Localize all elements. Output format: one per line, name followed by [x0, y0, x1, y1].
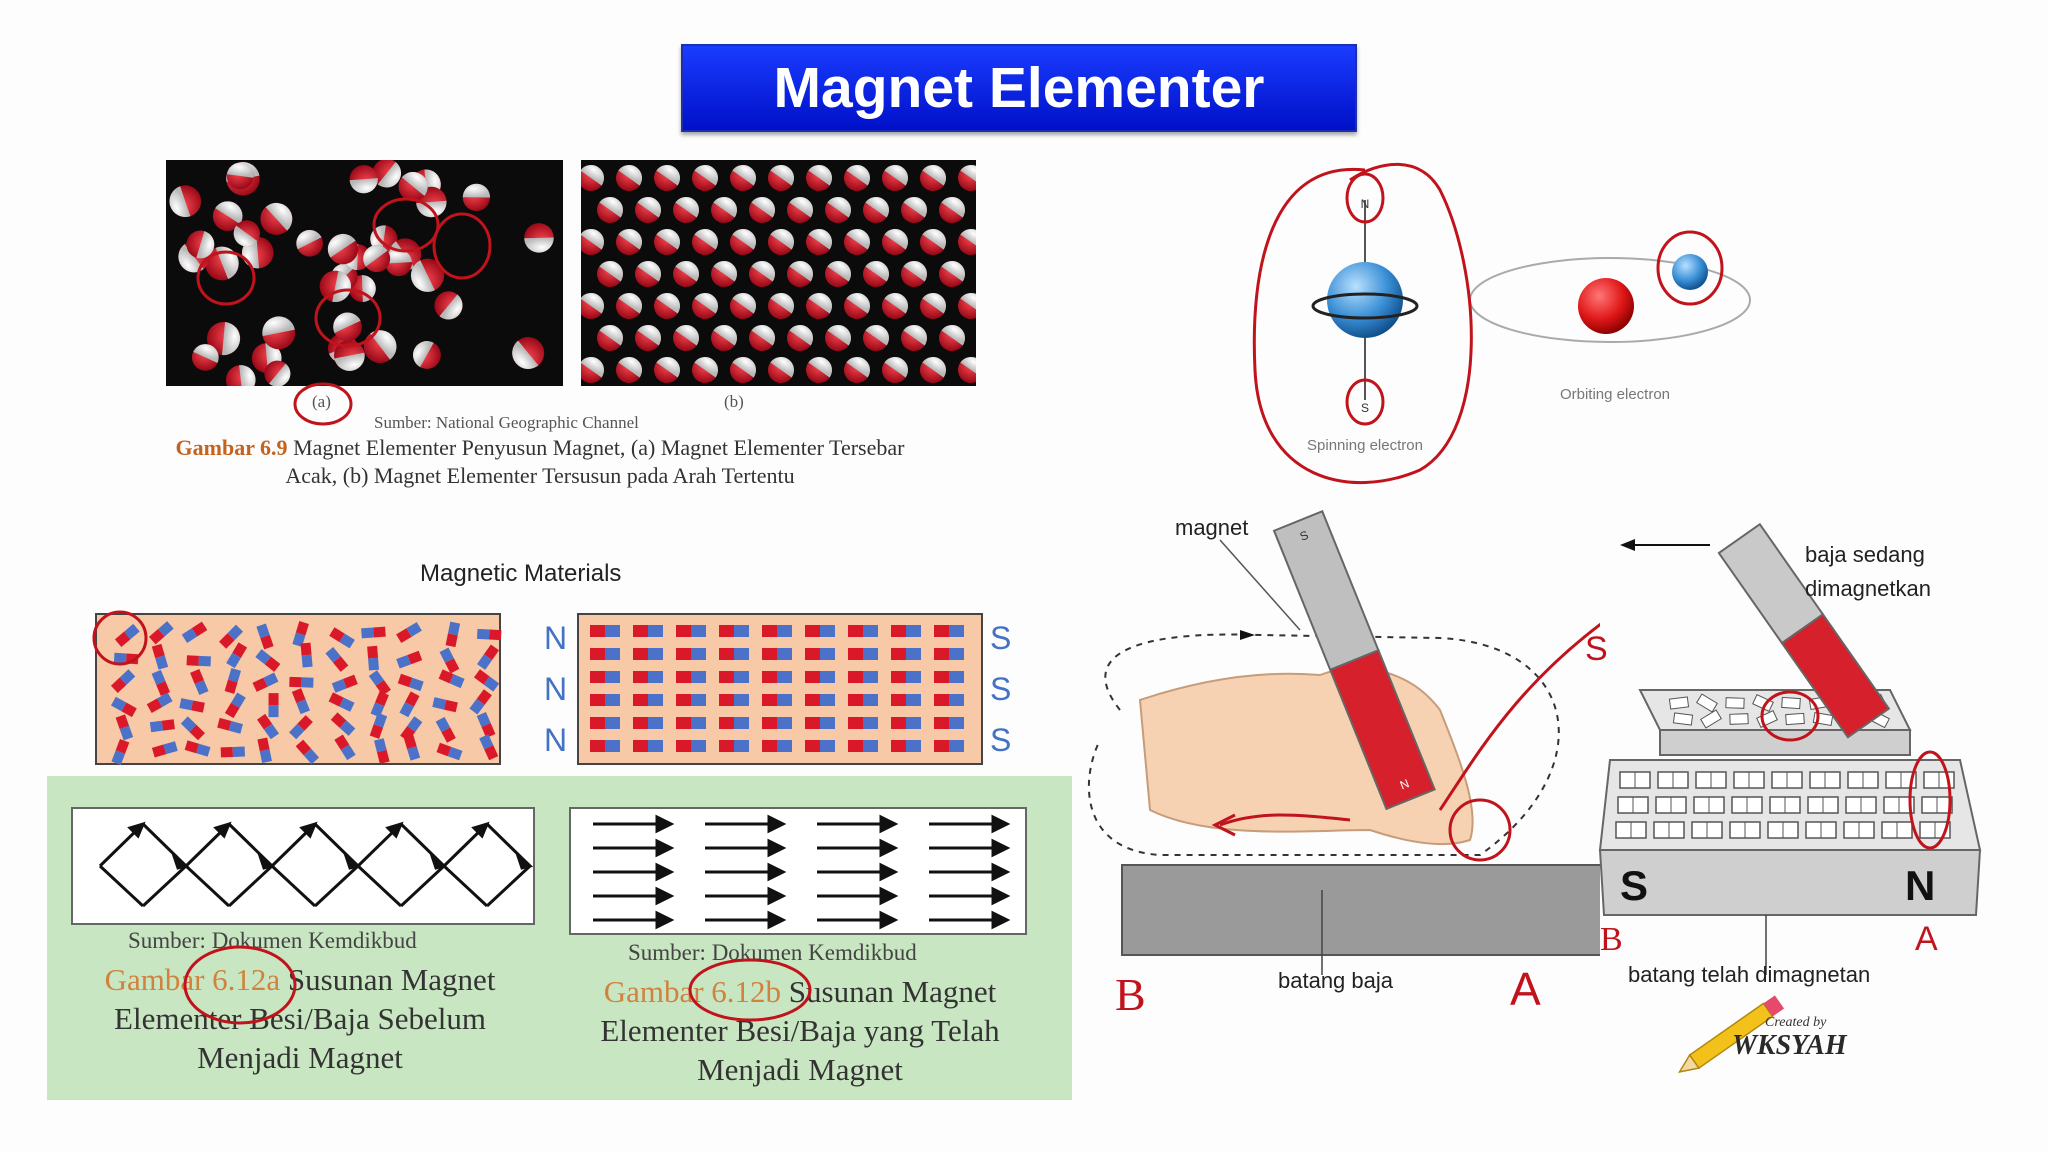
- big-n-pole: N: [1905, 862, 1935, 909]
- n-label: N: [544, 722, 568, 758]
- magnetic-materials-title: Magnetic Materials: [420, 560, 622, 587]
- electron-diagram: N S Spinning electron Orbiting electron: [1252, 162, 1751, 484]
- stroke-method-diagram: S N magnet batang baja B A: [1087, 510, 1600, 1020]
- figure-6-12a-source: Sumber: Dokumen Kemdikbud: [128, 928, 417, 953]
- figure-6-12a-line1: Susunan Magnet: [287, 962, 496, 997]
- aligned-domains: [581, 165, 976, 383]
- magnetized-annotations: [1760, 690, 1952, 850]
- nucleus: [1578, 278, 1634, 334]
- orbiting-electron-ball: [1672, 254, 1708, 290]
- baja-sedang-line2: dimagnetkan: [1805, 576, 1931, 601]
- n-labels: N N N: [544, 613, 567, 766]
- figure-6-9-label: Gambar 6.9: [175, 435, 288, 460]
- s-label: S: [990, 671, 1012, 707]
- figure-6-9-images: [166, 160, 976, 386]
- credit-line2: WKSYAH: [1732, 1030, 1848, 1061]
- n-label: N: [544, 620, 568, 656]
- pencil-icon: [1678, 995, 1785, 1073]
- figure-6-9-caption: Gambar 6.9 Magnet Elementer Penyusun Mag…: [90, 434, 990, 490]
- spin-ring: [1311, 292, 1419, 320]
- magnetized-bar-diagram: S N batang telah dimagnetan S B A: [1585, 522, 1982, 987]
- south-label: S: [1361, 401, 1369, 415]
- spinning-electron-ball: [1327, 262, 1403, 338]
- hand: [1138, 667, 1474, 846]
- magnetic-materials-diagram: [92, 610, 983, 765]
- mark-b: B: [1115, 969, 1146, 1020]
- annotation-circle-a: [293, 382, 353, 426]
- figure-6-12a-line3: Menjadi Magnet: [197, 1040, 403, 1075]
- figure-6-9-source: Sumber: National Geographic Channel: [374, 413, 639, 432]
- magnetized-material: [577, 613, 983, 765]
- mark-s-annotation: S: [1585, 630, 1608, 668]
- random-domains: [169, 160, 554, 386]
- annotation-circles: [196, 197, 492, 348]
- baja-sedang-line1: baja sedang: [1805, 542, 1925, 567]
- electron-annotations: [1252, 162, 1724, 484]
- north-label: N: [1361, 197, 1370, 211]
- mark-a-right: A: [1915, 920, 1938, 958]
- figure-6-9-caption-line1: Magnet Elementer Penyusun Magnet, (a) Ma…: [293, 435, 905, 460]
- creator-logo: Created by WKSYAH: [1678, 995, 1848, 1073]
- stroke-path: [1087, 633, 1560, 856]
- figure-6-12a-line2: Elementer Besi/Baja Sebelum: [114, 1001, 486, 1036]
- steel-bar-label: batang baja: [1278, 968, 1394, 993]
- n-label: N: [544, 671, 568, 707]
- figure-6-12a-arrows: [71, 807, 535, 925]
- figure-6-12a-caption: Gambar 6.12a Susunan Magnet Elementer Be…: [60, 960, 540, 1077]
- caption-annotations: [183, 945, 812, 1025]
- magnet-label: magnet: [1175, 515, 1248, 540]
- mark-a: A: [1510, 963, 1541, 1015]
- steel-bar: [1121, 864, 1600, 956]
- big-s-pole: S: [1620, 862, 1648, 909]
- page-title: Magnet Elementer: [681, 44, 1357, 132]
- orbiting-electron-label: Orbiting electron: [1560, 386, 1670, 403]
- annotation-circle-domain: [92, 610, 148, 666]
- s-label: S: [990, 620, 1012, 656]
- spinning-electron-label: Spinning electron: [1307, 437, 1423, 454]
- stroking-magnet: [1717, 522, 1891, 739]
- figure-6-12b-arrows: [569, 807, 1027, 935]
- figure-label-b: (b): [724, 392, 744, 411]
- baja-sedang-label: baja sedang dimagnetkan: [1805, 538, 1931, 606]
- aligned-magnetic-domains: [590, 625, 964, 752]
- figure-6-12b-line2: Elementer Besi/Baja yang Telah: [600, 1013, 1000, 1048]
- magnetized-bar-front: [1598, 849, 1982, 916]
- figure-6-9-caption-line2: Acak, (b) Magnet Elementer Tersusun pada…: [285, 463, 795, 488]
- figure-label-a: (a): [312, 392, 331, 411]
- magnetized-bar-label: batang telah dimagnetan: [1628, 962, 1870, 987]
- s-label: S: [990, 722, 1012, 758]
- random-magnetic-domains: [110, 621, 502, 765]
- stroke-annotations: [1211, 622, 1600, 862]
- mark-b-right: B: [1600, 921, 1623, 958]
- s-labels: S S S: [990, 613, 1011, 766]
- figure-6-12b-line3: Menjadi Magnet: [697, 1052, 903, 1087]
- handheld-magnet: S N: [1272, 510, 1436, 811]
- credit-line1: Created by: [1765, 1015, 1827, 1030]
- figure-6-12b-line1: Susunan Magnet: [788, 974, 997, 1009]
